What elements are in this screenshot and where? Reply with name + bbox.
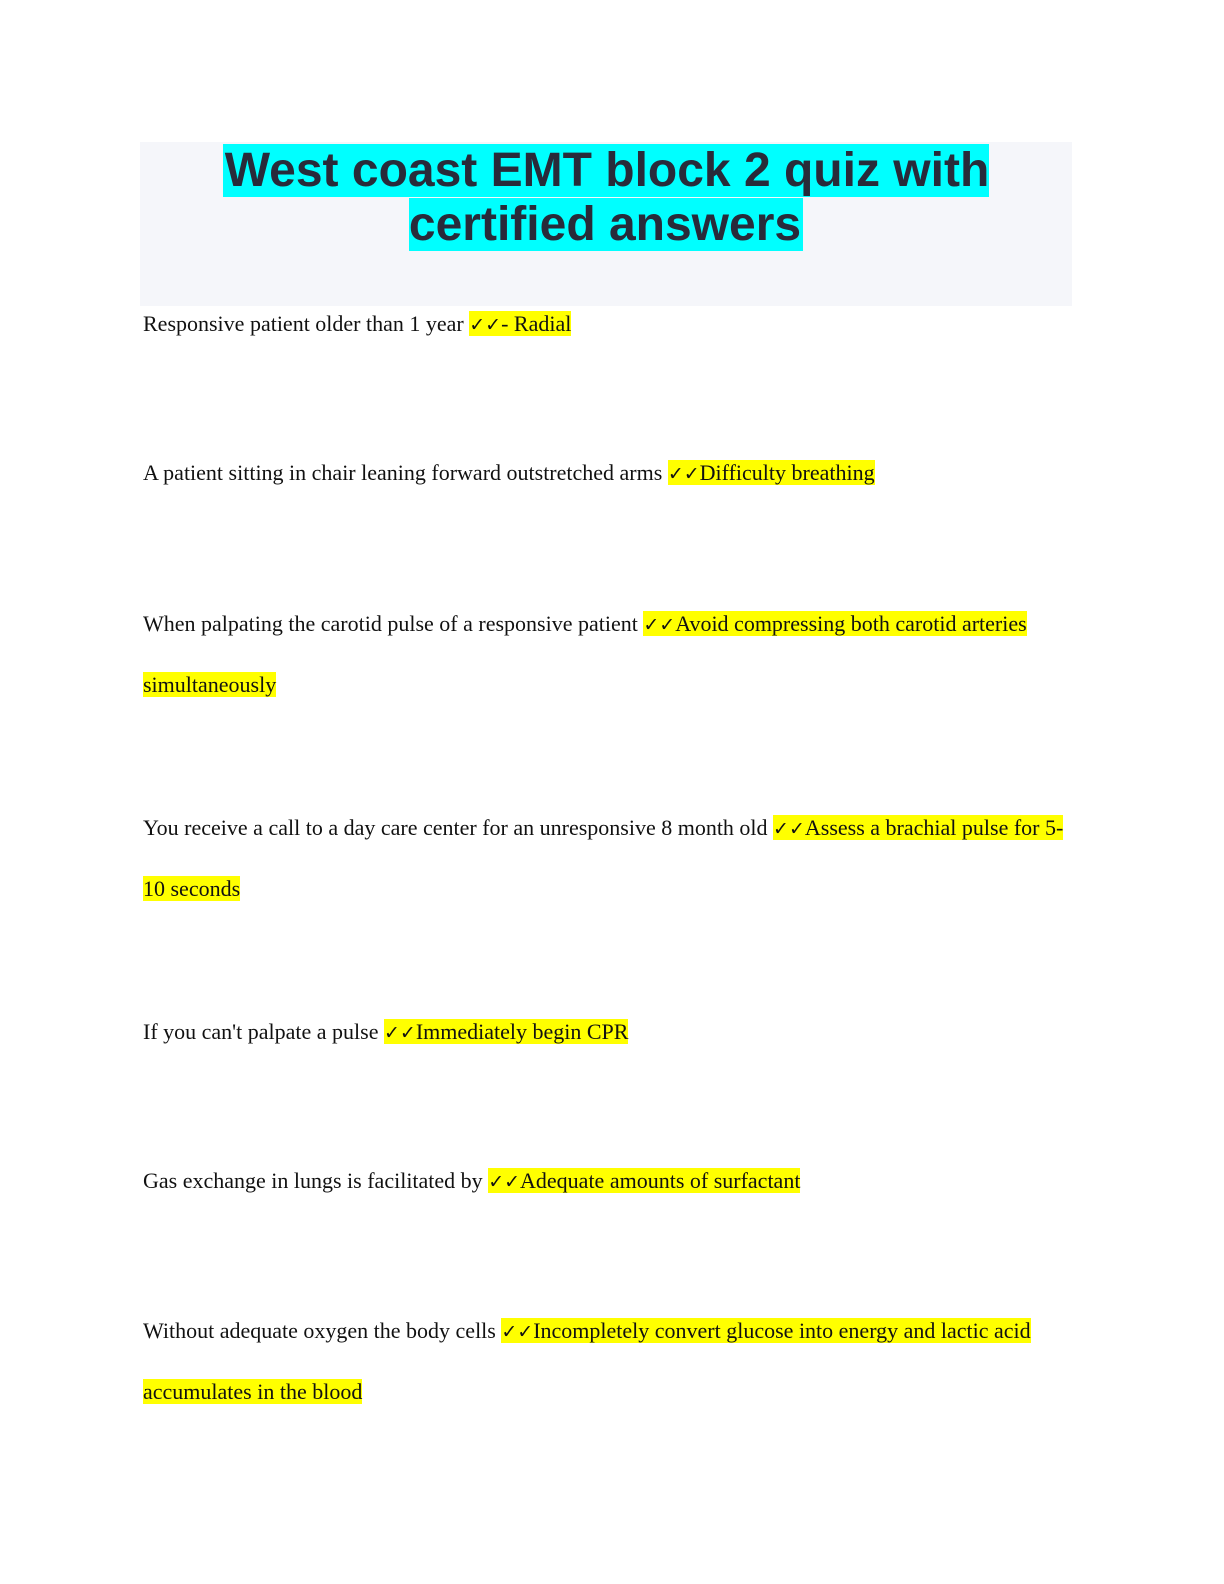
document-title: West coast EMT block 2 quiz with certifi… [140,142,1072,252]
answer-text: Immediately begin CPR [415,1019,629,1044]
qa-item: When palpating the carotid pulse of a re… [143,594,1083,714]
qa-item: Without adequate oxygen the body cells ✓… [143,1301,1083,1421]
document-title-text: West coast EMT block 2 quiz with certifi… [222,144,990,251]
qa-item: A patient sitting in chair leaning forwa… [143,443,1083,504]
question-text: Without adequate oxygen the body cells [143,1318,496,1343]
title-block: West coast EMT block 2 quiz with certifi… [140,142,1072,306]
answer-text: Difficulty breathing [699,460,875,485]
answer-highlight: ✓✓Adequate amounts of surfactant [488,1168,801,1193]
question-text: When palpating the carotid pulse of a re… [143,611,638,636]
answer-highlight: ✓✓Difficulty breathing [667,460,875,485]
double-check-icon: ✓✓ [501,1321,534,1343]
qa-item: Responsive patient older than 1 year ✓✓-… [143,294,1083,355]
qa-item: If you can't palpate a pulse ✓✓Immediate… [143,1002,1083,1063]
answer-text: Incompletely convert glucose into energy… [143,1318,1031,1404]
double-check-icon: ✓✓ [383,1022,416,1044]
question-text: Gas exchange in lungs is facilitated by [143,1168,483,1193]
double-check-icon: ✓✓ [667,463,700,485]
double-check-icon: ✓✓ [469,314,502,336]
question-text: If you can't palpate a pulse [143,1019,379,1044]
answer-highlight: ✓✓- Radial [469,311,572,336]
double-check-icon: ✓✓ [643,614,676,636]
double-check-icon: ✓✓ [773,818,805,840]
qa-item: Gas exchange in lungs is facilitated by … [143,1151,1083,1212]
answer-text: Adequate amounts of surfactant [520,1168,801,1193]
double-check-icon: ✓✓ [488,1171,521,1193]
question-text: You receive a call to a day care center … [143,815,768,840]
qa-item: You receive a call to a day care center … [143,798,1083,918]
answer-highlight: ✓✓Immediately begin CPR [383,1019,629,1044]
answer-text: Avoid compressing both carotid arteries … [143,611,1027,697]
question-text: Responsive patient older than 1 year [143,311,464,336]
question-text: A patient sitting in chair leaning forwa… [143,460,663,485]
answer-text: Assess a brachial pulse for 5-10 seconds [143,815,1064,901]
answer-text: - Radial [501,311,572,336]
